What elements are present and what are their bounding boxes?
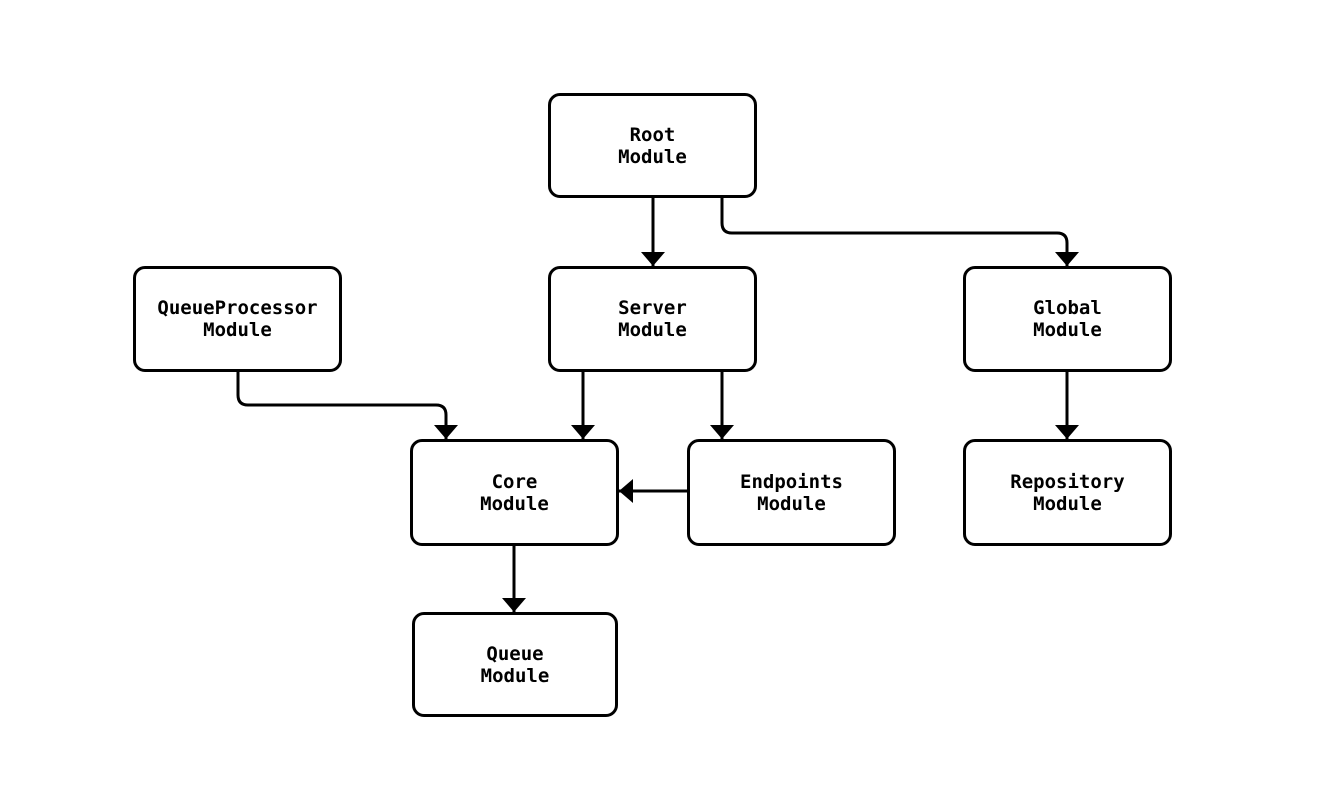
edge-root-to-global: [720, 198, 1079, 266]
node-label-line: QueueProcessor: [157, 297, 318, 319]
node-label-line: Module: [480, 492, 549, 515]
node-label-line: Repository: [1010, 470, 1125, 493]
node-label-line: Global: [1033, 297, 1102, 319]
node-label-line: Module: [618, 319, 687, 341]
edge-queueprocessor-to-core: [236, 372, 458, 439]
node-label-line: Core: [491, 470, 538, 493]
node-label-line: Module: [480, 664, 550, 687]
node-label-line: Root: [629, 123, 676, 146]
node-label-line: Module: [203, 319, 272, 341]
node-label-line: Queue: [486, 642, 544, 665]
node-label-line: Endpoints: [740, 470, 843, 493]
node-label-line: Module: [1033, 492, 1102, 515]
node-label-line: Module: [757, 492, 826, 515]
node-label-line: Server: [618, 297, 687, 319]
node-label-line: Module: [618, 145, 687, 168]
node-label-line: Module: [1033, 319, 1102, 341]
